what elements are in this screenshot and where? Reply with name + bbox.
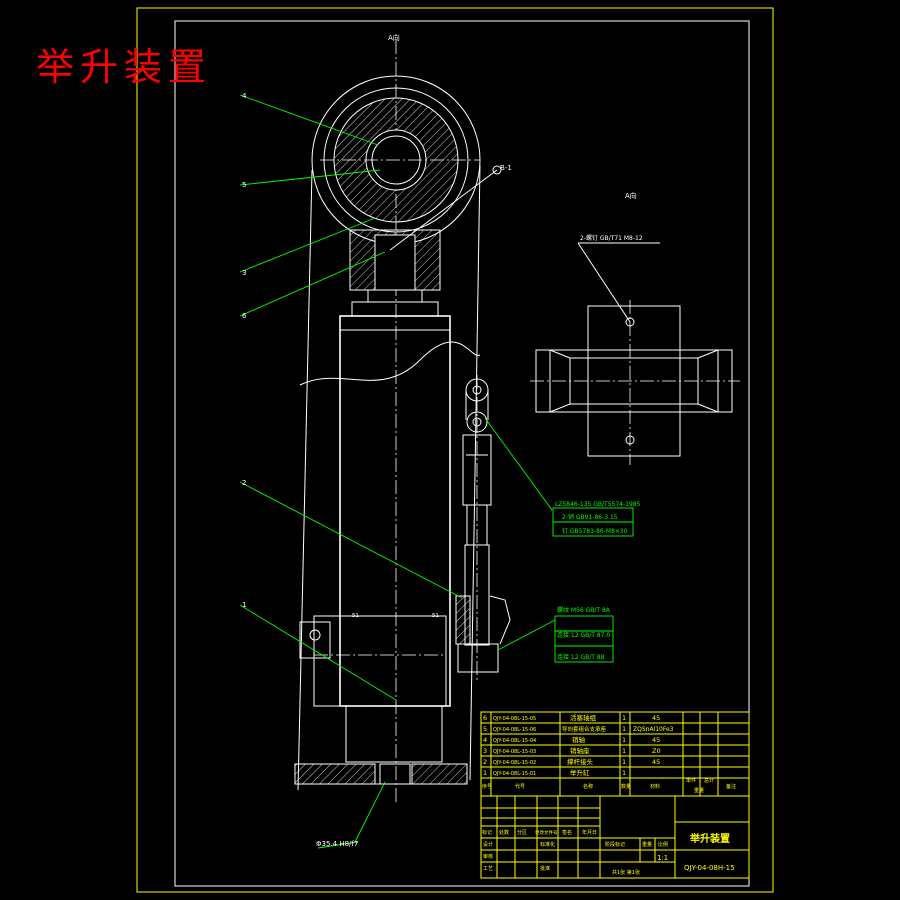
svg-text:QJY-04-08L-15-03: QJY-04-08L-15-03 bbox=[493, 749, 536, 755]
svg-text:45: 45 bbox=[652, 736, 660, 744]
tb-label: 年月日 bbox=[582, 829, 597, 836]
callout-number: 3 bbox=[242, 269, 246, 277]
callout-number: 1 bbox=[242, 601, 246, 609]
tb-label: 标准化 bbox=[540, 841, 555, 848]
svg-text:1: 1 bbox=[622, 714, 626, 722]
bom-table bbox=[480, 711, 750, 797]
svg-text:45: 45 bbox=[652, 758, 660, 766]
outer-border bbox=[136, 7, 774, 893]
side-view bbox=[530, 242, 740, 465]
svg-text:序号: 序号 bbox=[482, 783, 492, 790]
svg-text:活塞轴组: 活塞轴组 bbox=[570, 713, 597, 722]
drawing-title: 举升装置 bbox=[689, 832, 730, 845]
dim-label: 51 bbox=[432, 613, 439, 619]
table-row: 4 QJY-04-08L-15-04 销轴 1 45 bbox=[483, 735, 660, 744]
svg-text:5: 5 bbox=[483, 725, 487, 733]
green-note: LZ5846-135 GB/T5574-1985 bbox=[555, 501, 641, 508]
svg-text:重量: 重量 bbox=[694, 787, 704, 794]
green-note: 连接 12 GB/T 87.0 bbox=[557, 631, 610, 639]
tb-label: 更改文件号 bbox=[535, 829, 558, 836]
view-b-label: B-1 bbox=[500, 164, 512, 172]
view-label-top: A向 bbox=[388, 33, 400, 42]
svg-text:数量: 数量 bbox=[621, 783, 631, 790]
callout-number: 4 bbox=[242, 92, 247, 100]
bom-rows: 6 QJY-04-08L-15-05 活塞轴组 1 45 5 QJY-04-08… bbox=[482, 713, 736, 794]
tb-label: 批准 bbox=[540, 865, 550, 872]
svg-text:销轴座: 销轴座 bbox=[570, 746, 590, 755]
side-callout: 2-螺钉 GB/T71 M8-12 bbox=[580, 234, 643, 242]
strut-assembly bbox=[455, 375, 511, 680]
svg-text:QJY-04-08L-15-05: QJY-04-08L-15-05 bbox=[493, 716, 536, 722]
table-row: 3 QJY-04-08L-15-03 销轴座 1 Z0 bbox=[483, 746, 661, 755]
svg-text:销轴: 销轴 bbox=[572, 735, 586, 744]
svg-text:6: 6 bbox=[483, 714, 487, 722]
tb-label: 设计 bbox=[483, 841, 493, 848]
green-note: 2-销 GB91-86-3.15 bbox=[562, 513, 618, 521]
svg-text:备注: 备注 bbox=[726, 783, 736, 790]
green-note: 连接 12 GB/T 8B bbox=[557, 653, 605, 661]
svg-text:1: 1 bbox=[483, 769, 487, 777]
tb-label: 签名 bbox=[562, 829, 572, 836]
green-note: 螺纹 M56 GB/T 8A bbox=[557, 606, 611, 614]
svg-text:Z0: Z0 bbox=[652, 747, 661, 755]
svg-text:代号: 代号 bbox=[515, 783, 525, 790]
tb-label: 阶段标记 bbox=[605, 841, 625, 848]
svg-text:撑杆接头: 撑杆接头 bbox=[567, 757, 594, 766]
tb-label: 工艺 bbox=[483, 866, 493, 872]
leader-lines bbox=[239, 94, 634, 849]
svg-text:总计: 总计 bbox=[704, 777, 714, 784]
svg-text:导向套组合支承座: 导向套组合支承座 bbox=[562, 725, 607, 733]
svg-text:1: 1 bbox=[622, 758, 626, 766]
svg-text:QJY-04-08L-15-02: QJY-04-08L-15-02 bbox=[493, 760, 536, 766]
svg-text:QJY-04-08L-15-06: QJY-04-08L-15-06 bbox=[493, 727, 536, 733]
tb-label: 分区 bbox=[517, 829, 527, 836]
svg-text:45: 45 bbox=[652, 714, 660, 722]
main-assembly bbox=[294, 40, 481, 805]
svg-text:名称: 名称 bbox=[583, 783, 593, 790]
dim-label: 51 bbox=[352, 613, 359, 619]
svg-text:单件: 单件 bbox=[686, 777, 696, 784]
callout-number: 5 bbox=[242, 181, 246, 189]
svg-text:2: 2 bbox=[483, 758, 487, 766]
drawing-number: QJY-04-08H-15 bbox=[684, 864, 735, 872]
table-row: 6 QJY-04-08L-15-05 活塞轴组 1 45 bbox=[483, 713, 660, 722]
bottom-dimension: Φ35.4 H8/f7 bbox=[316, 840, 358, 848]
page-title: 举升装置 bbox=[36, 45, 213, 89]
tb-label: 比例 bbox=[658, 841, 668, 848]
tb-label: 审核 bbox=[483, 853, 493, 860]
table-row: 5 QJY-04-08L-15-06 导向套组合支承座 1 ZQSnAl10Fe… bbox=[483, 725, 674, 733]
tb-label: 重量 bbox=[642, 841, 652, 848]
scale: 1:1 bbox=[657, 854, 668, 862]
svg-text:1: 1 bbox=[622, 769, 626, 777]
table-row: 2 QJY-04-08L-15-02 撑杆接头 1 45 bbox=[483, 757, 660, 766]
svg-text:3: 3 bbox=[483, 747, 487, 755]
callout-number: 2 bbox=[242, 479, 246, 487]
sheet-count: 共1张 第1张 bbox=[612, 869, 640, 876]
svg-text:1: 1 bbox=[622, 725, 626, 733]
svg-text:材料: 材料 bbox=[650, 783, 660, 790]
svg-text:举升缸: 举升缸 bbox=[570, 768, 590, 777]
view-label-side: A向 bbox=[625, 191, 637, 200]
bom-header: 序号 代号 名称 数量 材料 单件 总计 重量 备注 bbox=[482, 777, 736, 794]
title-block bbox=[480, 795, 750, 879]
tb-label: 处数 bbox=[499, 829, 509, 836]
green-note: 钉 GB5783-86-M8×30 bbox=[562, 527, 628, 535]
svg-text:1: 1 bbox=[622, 736, 626, 744]
inner-border bbox=[174, 20, 750, 887]
svg-text:ZQSnAl10Fe3: ZQSnAl10Fe3 bbox=[633, 726, 674, 733]
svg-text:QJY-04-08L-15-04: QJY-04-08L-15-04 bbox=[493, 738, 536, 744]
table-row: 1 QJY-04-08L-15-01 举升缸 1 bbox=[483, 768, 626, 777]
svg-text:4: 4 bbox=[483, 736, 487, 744]
svg-text:1: 1 bbox=[622, 747, 626, 755]
svg-text:QJY-04-08L-15-01: QJY-04-08L-15-01 bbox=[493, 771, 536, 777]
callout-number: 6 bbox=[242, 312, 247, 320]
tb-label: 标记 bbox=[482, 829, 492, 836]
